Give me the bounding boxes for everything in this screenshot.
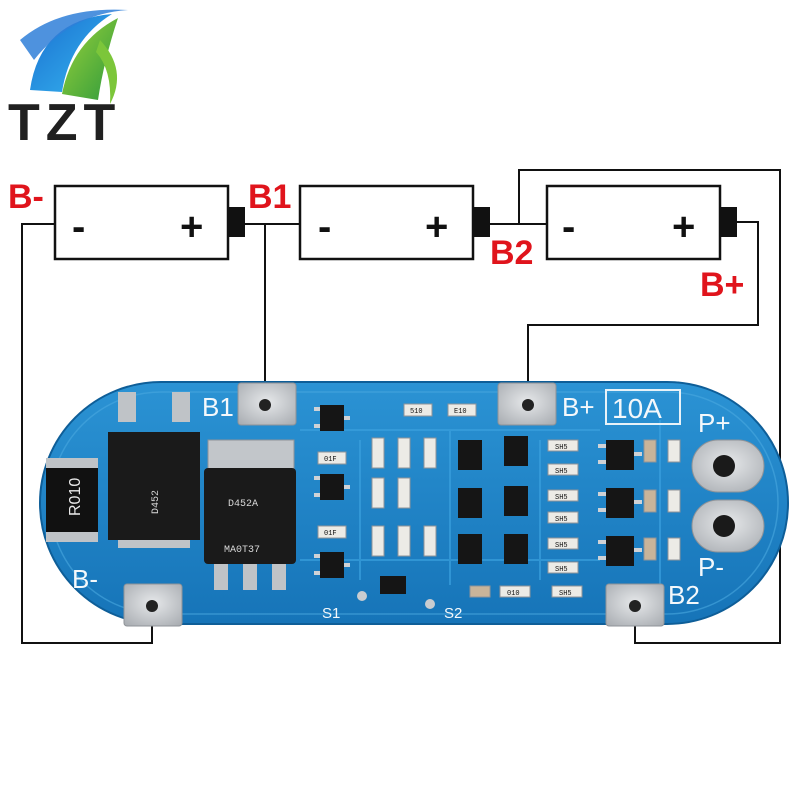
silk-b-minus: B- xyxy=(72,564,98,594)
svg-text:SH5: SH5 xyxy=(555,542,568,550)
silk-p-plus: P+ xyxy=(698,408,731,438)
battery-3-plus: + xyxy=(672,205,695,249)
rating-box xyxy=(605,389,681,425)
resistor: SH5 xyxy=(547,511,579,524)
silk-s2: S2 xyxy=(444,605,462,622)
svg-text:SH5: SH5 xyxy=(555,494,568,502)
resistor xyxy=(371,437,385,469)
mosfet-2-label: D452A xyxy=(228,499,258,510)
shunt-label: R010 xyxy=(67,478,84,516)
logo-emblem-icon xyxy=(20,9,128,104)
resistor xyxy=(371,525,385,557)
terminal-p-plus xyxy=(691,439,765,493)
mounting-hole-icon xyxy=(713,455,735,477)
battery-2-terminal-icon xyxy=(473,207,490,237)
bms-board: R010 D452 D452A MA0T37 xyxy=(39,381,789,627)
smd-resistors: 510 E10 01F 01F SH5 SH5 SH5 SH5 SH5 SH5 … xyxy=(317,403,681,598)
resistor xyxy=(397,525,411,557)
silk-s1: S1 xyxy=(322,605,340,622)
ic-pins xyxy=(314,407,642,575)
capacitor xyxy=(667,439,681,463)
test-point-s2 xyxy=(425,599,435,609)
small-ics xyxy=(320,405,634,594)
test-point-s1 xyxy=(357,591,367,601)
battery-2-plus: + xyxy=(425,205,448,249)
pad-b1 xyxy=(237,382,297,426)
svg-text:01F: 01F xyxy=(324,456,337,464)
solder-point-icon xyxy=(146,600,158,612)
mounting-hole-icon xyxy=(713,515,735,537)
mosfet-1: D452 xyxy=(108,392,200,548)
resistor: SH5 xyxy=(547,537,579,550)
svg-text:510: 510 xyxy=(410,408,423,416)
battery-1-plus: + xyxy=(180,205,203,249)
svg-text:010: 010 xyxy=(507,590,520,598)
pad-b-plus xyxy=(497,382,557,426)
battery-3-minus: - xyxy=(562,205,575,249)
battery-2-minus: - xyxy=(318,205,331,249)
resistor xyxy=(371,477,385,509)
wire-b-minus xyxy=(21,223,153,644)
battery-3-terminal-icon xyxy=(720,207,737,237)
resistor: SH5 xyxy=(547,439,579,452)
terminal-p-minus xyxy=(691,499,765,553)
silk-current-rating: 10A xyxy=(612,393,662,424)
resistor: 01F xyxy=(317,451,347,465)
svg-text:SH5: SH5 xyxy=(555,516,568,524)
label-b2: B2 xyxy=(490,234,533,272)
resistor xyxy=(423,437,437,469)
mosfet-2-code: MA0T37 xyxy=(224,545,260,556)
svg-text:SH5: SH5 xyxy=(555,566,568,574)
solder-point-icon xyxy=(259,399,271,411)
capacitor xyxy=(643,489,657,513)
resistor: SH5 xyxy=(547,489,579,502)
mosfet-1-label: D452 xyxy=(151,490,162,514)
capacitor xyxy=(667,537,681,561)
resistor xyxy=(397,437,411,469)
battery-1-terminal-icon xyxy=(228,207,245,237)
board-traces xyxy=(300,420,661,590)
wiring xyxy=(21,169,781,644)
resistor: 01F xyxy=(317,525,347,539)
svg-text:SH5: SH5 xyxy=(555,444,568,452)
label-b-minus: B- xyxy=(8,178,44,216)
logo-text: TZT xyxy=(8,94,121,152)
solder-point-icon xyxy=(522,399,534,411)
shunt-resistor: R010 xyxy=(46,458,98,542)
resistor: SH5 xyxy=(547,463,579,476)
capacitor xyxy=(667,489,681,513)
battery-1: - + xyxy=(53,184,245,261)
wire-b-plus xyxy=(527,221,759,405)
battery-2: - + xyxy=(298,184,490,261)
wire-b2 xyxy=(518,169,781,644)
silk-p-minus: P- xyxy=(698,552,724,582)
capacitor xyxy=(643,439,657,463)
solder-point-icon xyxy=(629,600,641,612)
resistor: SH5 xyxy=(547,561,579,574)
resistor: 510 xyxy=(403,403,433,417)
brand-logo: TZT xyxy=(8,9,128,152)
battery-1-minus: - xyxy=(72,205,85,249)
svg-text:SH5: SH5 xyxy=(559,590,572,598)
pad-b2 xyxy=(605,583,665,627)
resistor xyxy=(397,477,411,509)
svg-text:SH5: SH5 xyxy=(555,468,568,476)
resistor: E10 xyxy=(447,403,477,417)
resistor: SH5 xyxy=(551,585,583,598)
silk-b1: B1 xyxy=(202,392,234,422)
mosfet-2: D452A MA0T37 xyxy=(204,439,296,590)
resistor: 010 xyxy=(499,585,531,598)
pad-b-minus xyxy=(123,583,183,627)
svg-text:E10: E10 xyxy=(454,408,467,416)
silk-b2: B2 xyxy=(668,580,700,610)
capacitor xyxy=(469,585,491,598)
silk-b-plus: B+ xyxy=(562,392,595,422)
label-b-plus: B+ xyxy=(700,266,744,304)
label-b1: B1 xyxy=(248,178,291,216)
svg-text:01F: 01F xyxy=(324,530,337,538)
capacitor xyxy=(643,537,657,561)
resistor xyxy=(423,525,437,557)
battery-3: - + xyxy=(545,184,737,261)
